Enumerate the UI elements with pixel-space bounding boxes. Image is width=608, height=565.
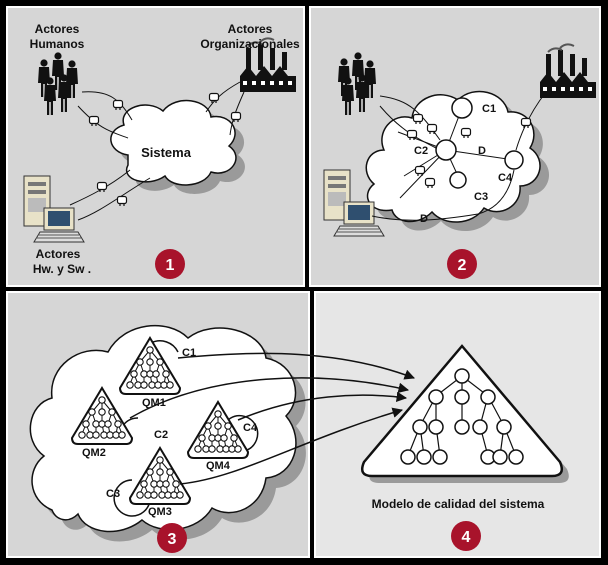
- component-c3: [449, 171, 467, 189]
- step-number-1: 1: [166, 257, 175, 274]
- component-c1: [451, 97, 473, 119]
- org-actors-label-line2: Organizacionales: [200, 37, 300, 51]
- c3-label: C3: [474, 191, 488, 203]
- c2-label: C2: [414, 145, 428, 157]
- component-c4: [504, 150, 524, 170]
- qm2-label: QM2: [82, 447, 106, 459]
- step-number-2: 2: [458, 257, 467, 274]
- step-badge-1: [155, 249, 185, 279]
- c4-label: C4: [243, 422, 258, 434]
- mapping-arrow: [129, 377, 410, 419]
- system-quality-model-tree: [361, 344, 569, 483]
- connector-line: [81, 91, 133, 121]
- connector-line: [205, 81, 241, 113]
- human-actors-label-line2: Humanos: [30, 37, 85, 51]
- mapping-arrow: [177, 352, 415, 380]
- mapping-arrows: [129, 352, 415, 485]
- connector-line: [371, 169, 515, 221]
- human-actors-label-line1: Actores: [35, 22, 80, 36]
- c4-label: C4: [498, 172, 513, 184]
- panel-2: C1 C2 C3 C4 D D 2: [309, 6, 601, 287]
- component-c2: [435, 139, 457, 161]
- hwsw-actors-label-line2: Hw. y Sw .: [33, 262, 91, 276]
- qm1-label: QM1: [142, 397, 166, 409]
- model-caption: Modelo de calidad del sistema: [372, 497, 545, 511]
- connector-line: [77, 105, 129, 139]
- qm3-label: QM3: [148, 506, 172, 518]
- panel-1: Sistema Actores Humanos Actores Organiza…: [6, 6, 305, 287]
- mapping-arrow: [179, 407, 404, 485]
- c2-label: C2: [154, 429, 168, 441]
- connector-line: [77, 177, 151, 221]
- component-c3: [113, 479, 151, 517]
- connector-line: [379, 95, 441, 141]
- qm4-label: QM4: [206, 460, 231, 472]
- d-label: D: [420, 213, 428, 225]
- step-badge-4: [451, 521, 481, 551]
- system-label: Sistema: [141, 145, 192, 160]
- panel-3: C1 C2 C3 C4 QM1 QM2 QM3 QM4 3: [6, 291, 310, 558]
- d-label: D: [478, 145, 486, 157]
- c3-label: C3: [106, 488, 120, 500]
- panel-4: Modelo de calidad del sistema 4: [314, 291, 601, 558]
- hwsw-actors-label-line1: Actores: [36, 247, 81, 261]
- system-cloud: [110, 99, 237, 186]
- mapping-arrow: [237, 391, 408, 421]
- step-number-3: 3: [168, 531, 177, 548]
- c1-label: C1: [482, 103, 496, 115]
- step-number-4: 4: [462, 529, 471, 546]
- org-actors-label-line1: Actores: [228, 22, 273, 36]
- system-cloud: [29, 325, 297, 533]
- step-badge-2: [447, 249, 477, 279]
- step-badge-3: [157, 523, 187, 553]
